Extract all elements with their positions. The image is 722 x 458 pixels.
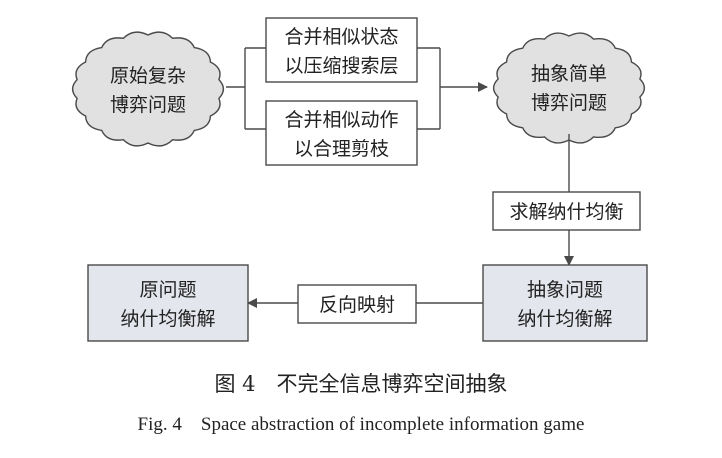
original-solution-box: 原问题 纳什均衡解 [87, 264, 249, 342]
abstract-solution-box: 抽象问题 纳什均衡解 [482, 264, 648, 342]
original-solution-line1: 原问题 [139, 279, 196, 301]
original-game-cloud: 原始复杂 博弈问题 [71, 31, 225, 147]
abstract-game-cloud: 抽象简单 博弈问题 [492, 32, 646, 144]
merge-states-line1: 合并相似状态 [284, 26, 398, 48]
merge-states-line2: 以压缩搜索层 [284, 55, 398, 77]
abstract-solution-line1: 抽象问题 [527, 279, 603, 301]
caption-cn: 图 4 不完全信息博弈空间抽象 [214, 372, 507, 396]
merge-actions-line1: 合并相似动作 [284, 109, 398, 131]
abstract-solution-line2: 纳什均衡解 [517, 308, 612, 330]
solve-nash-box: 求解纳什均衡 [492, 191, 641, 231]
reverse-mapping-box: 反向映射 [297, 284, 417, 324]
original-game-line1: 原始复杂 [110, 65, 186, 87]
reverse-mapping-label: 反向映射 [319, 294, 395, 316]
original-solution-line2: 纳什均衡解 [120, 308, 215, 330]
abstract-game-line1: 抽象简单 [531, 63, 607, 85]
abstract-game-line2: 博弈问题 [531, 92, 607, 114]
merge-actions-line2: 以合理剪枝 [294, 138, 389, 160]
merge-actions-box: 合并相似动作 以合理剪枝 [265, 100, 418, 166]
merge-states-box: 合并相似状态 以压缩搜索层 [265, 17, 418, 83]
caption-en: Fig. 4 Space abstraction of incomplete i… [138, 414, 585, 435]
solve-nash-label: 求解纳什均衡 [509, 201, 623, 223]
original-game-line2: 博弈问题 [110, 94, 186, 116]
